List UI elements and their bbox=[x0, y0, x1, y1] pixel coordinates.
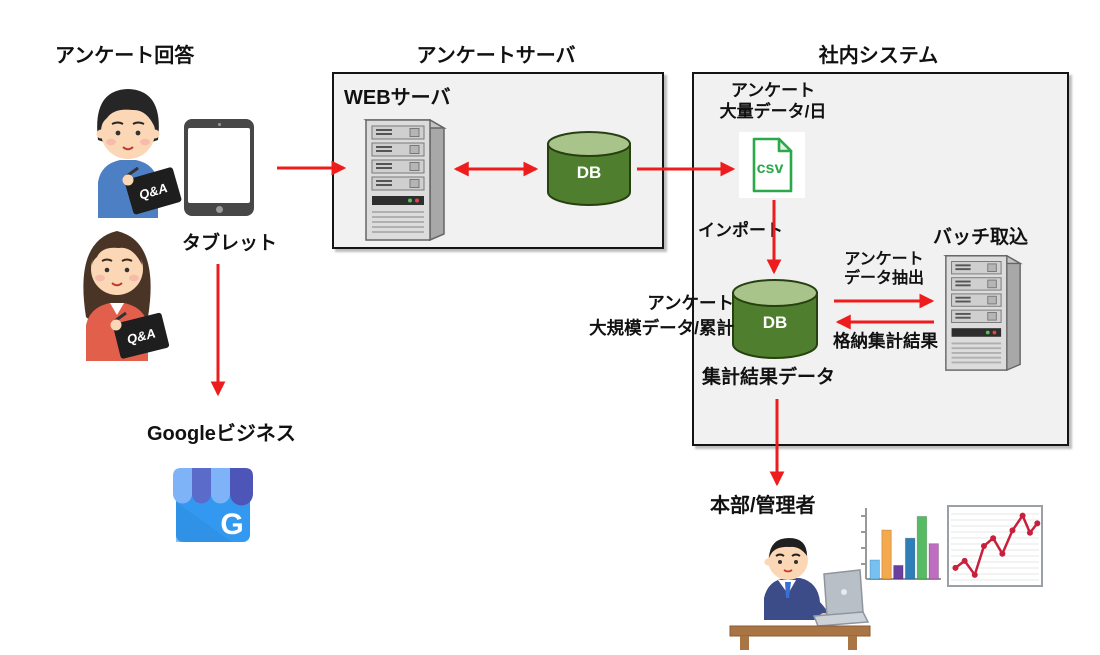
extract-label: アンケート データ抽出 bbox=[843, 251, 924, 287]
google-g-letter: G bbox=[220, 508, 243, 541]
survey-response-title: アンケート回答 bbox=[55, 45, 195, 67]
aggregate-result-label: 集計結果データ bbox=[702, 367, 836, 388]
tablet-icon bbox=[184, 119, 254, 216]
db-label: DB bbox=[763, 313, 788, 332]
awning bbox=[173, 468, 253, 506]
qa-clipboard: Q&A bbox=[113, 312, 170, 359]
drive-bays bbox=[371, 125, 425, 191]
survey-respondent-man-illustration: Q&A bbox=[96, 89, 182, 218]
db-label: DB bbox=[577, 163, 602, 182]
qa-board-text: Q&A bbox=[125, 325, 157, 347]
import-label: インポート bbox=[698, 221, 783, 240]
bar-chart-icon bbox=[856, 502, 944, 588]
drive-bays bbox=[951, 261, 1002, 323]
laptop-icon bbox=[812, 569, 870, 627]
cumulative-data-label: アンケート 大規模データ/累計 bbox=[589, 293, 734, 338]
batch-intake-label: バッチ取込 bbox=[933, 227, 1029, 248]
vents bbox=[372, 211, 424, 233]
survey-db-icon: DB bbox=[547, 131, 631, 206]
internal-db-icon: DB bbox=[732, 279, 818, 359]
internal-system-title: 社内システム bbox=[818, 45, 939, 67]
stored-result-label: 格納集計結果 bbox=[833, 331, 938, 351]
tablet-screen bbox=[188, 128, 250, 203]
tablet-camera-dot bbox=[217, 122, 221, 126]
web-server-label: WEBサーバ bbox=[344, 87, 451, 109]
survey-server-title: アンケートサーバ bbox=[416, 45, 576, 67]
admin-at-laptop-illustration bbox=[729, 538, 871, 650]
headquarters-label: 本部/管理者 bbox=[710, 495, 816, 517]
csv-text: csv bbox=[757, 160, 784, 177]
google-business-icon: G bbox=[173, 468, 253, 542]
web-server-icon bbox=[363, 118, 447, 242]
line-chart-icon bbox=[947, 505, 1043, 587]
batch-server-icon bbox=[943, 254, 1023, 372]
survey-respondent-woman-illustration: Q&A bbox=[83, 231, 170, 361]
tablet-label: タブレット bbox=[182, 233, 278, 254]
google-business-label: Googleビジネス bbox=[147, 423, 296, 445]
tablet-home-button bbox=[215, 206, 223, 213]
daily-data-label: アンケート 大量データ/日 bbox=[719, 81, 827, 121]
vents bbox=[951, 342, 1002, 364]
csv-file-icon: csv bbox=[739, 132, 805, 198]
qa-clipboard: Q&A bbox=[124, 167, 182, 215]
